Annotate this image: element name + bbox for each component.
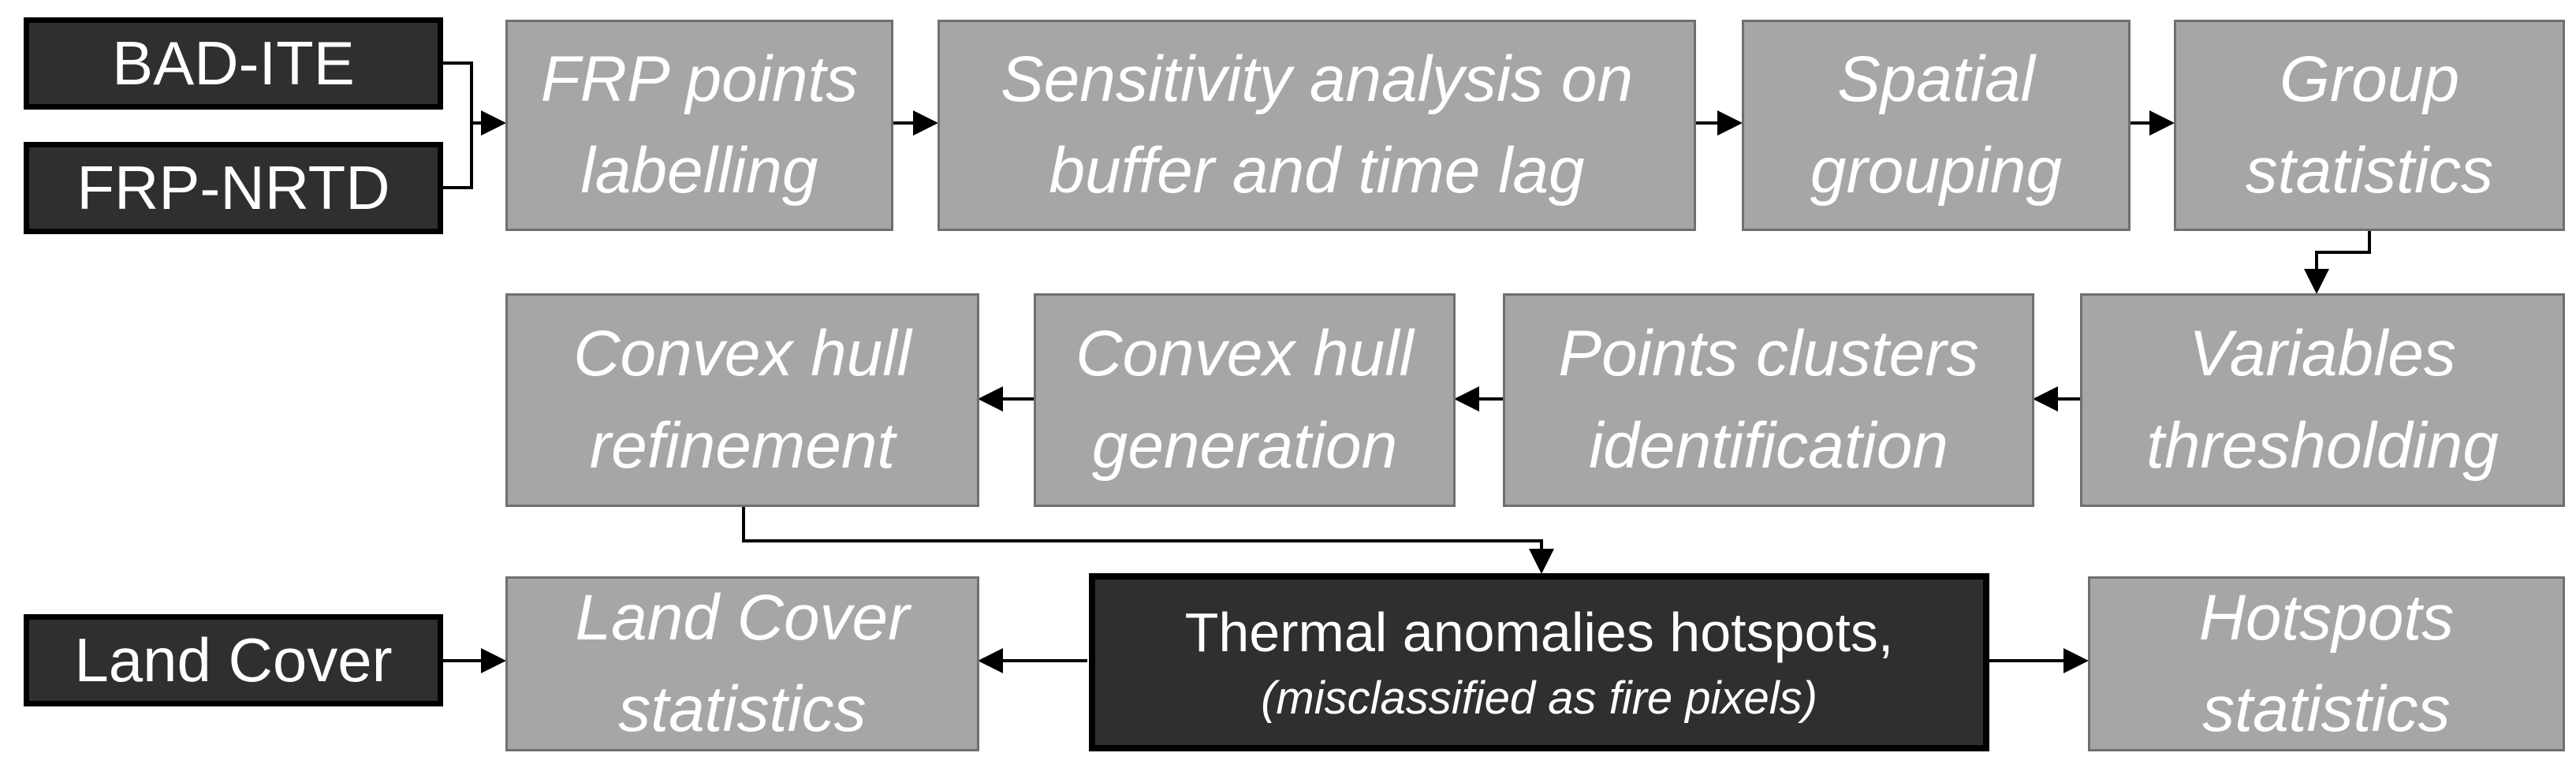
step-label-line1: Convex hull (1076, 318, 1414, 390)
step-hotspots-statistics: Hotspots statistics (2088, 576, 2565, 751)
step-label-line1: Points clusters (1558, 318, 1979, 390)
step-label-line2: statistics (2202, 673, 2451, 745)
step-sensitivity-analysis: Sensitivity analysis on buffer and time … (938, 20, 1696, 231)
connector-frp-nrtd-merge (443, 123, 473, 189)
thermal-anomalies-hotspots: Thermal anomalies hotspots, (misclassifi… (1089, 573, 1989, 751)
step-label-line2: statistics (2245, 135, 2494, 207)
step-label-line1: Convex hull (573, 318, 911, 390)
step-label-line1: Land Cover (575, 581, 910, 654)
connector-bad-ite-merge (443, 61, 473, 123)
input-land-cover-label: Land Cover (74, 624, 393, 695)
step-label-line2: statistics (618, 673, 867, 745)
hub-subtitle: (misclassified as fire pixels) (1261, 672, 1817, 724)
step-label-line2: grouping (1810, 135, 2063, 207)
step-label-line2: identification (1589, 409, 1948, 482)
step-convex-hull-refinement: Convex hull refinement (505, 293, 979, 507)
step-frp-points-labelling: FRP points labelling (505, 20, 893, 231)
step-label-line2: buffer and time lag (1049, 135, 1585, 207)
input-land-cover: Land Cover (24, 614, 443, 706)
input-frp-nrtd-label: FRP-NRTD (76, 152, 390, 222)
step-variables-thresholding: Variables thresholding (2080, 293, 2565, 507)
input-bad-ite-label: BAD-ITE (112, 28, 355, 98)
step-label-line2: thresholding (2146, 409, 2499, 482)
hub-title: Thermal anomalies hotspots, (1184, 601, 1894, 663)
input-bad-ite: BAD-ITE (24, 17, 443, 110)
step-convex-hull-generation: Convex hull generation (1034, 293, 1456, 507)
arrow-refinement-to-hub (742, 507, 1554, 574)
step-spatial-grouping: Spatial grouping (1742, 20, 2131, 231)
step-points-clusters-identification: Points clusters identification (1503, 293, 2034, 507)
step-label-line2: refinement (589, 409, 896, 482)
step-label-line1: Variables (2189, 318, 2456, 390)
step-label-line1: Sensitivity analysis on (1000, 43, 1634, 115)
arrow-group-stats-to-thresholding (2304, 231, 2371, 294)
step-label-line2: labelling (580, 135, 818, 207)
step-label-line2: generation (1091, 409, 1398, 482)
step-label-line1: Group (2280, 43, 2459, 115)
input-frp-nrtd: FRP-NRTD (24, 142, 443, 234)
step-label-line1: FRP points (540, 43, 859, 115)
step-label-line1: Hotspots (2198, 581, 2455, 654)
step-land-cover-statistics: Land Cover statistics (505, 576, 979, 751)
step-group-statistics: Group statistics (2174, 20, 2565, 231)
step-label-line1: Spatial (1837, 43, 2035, 115)
